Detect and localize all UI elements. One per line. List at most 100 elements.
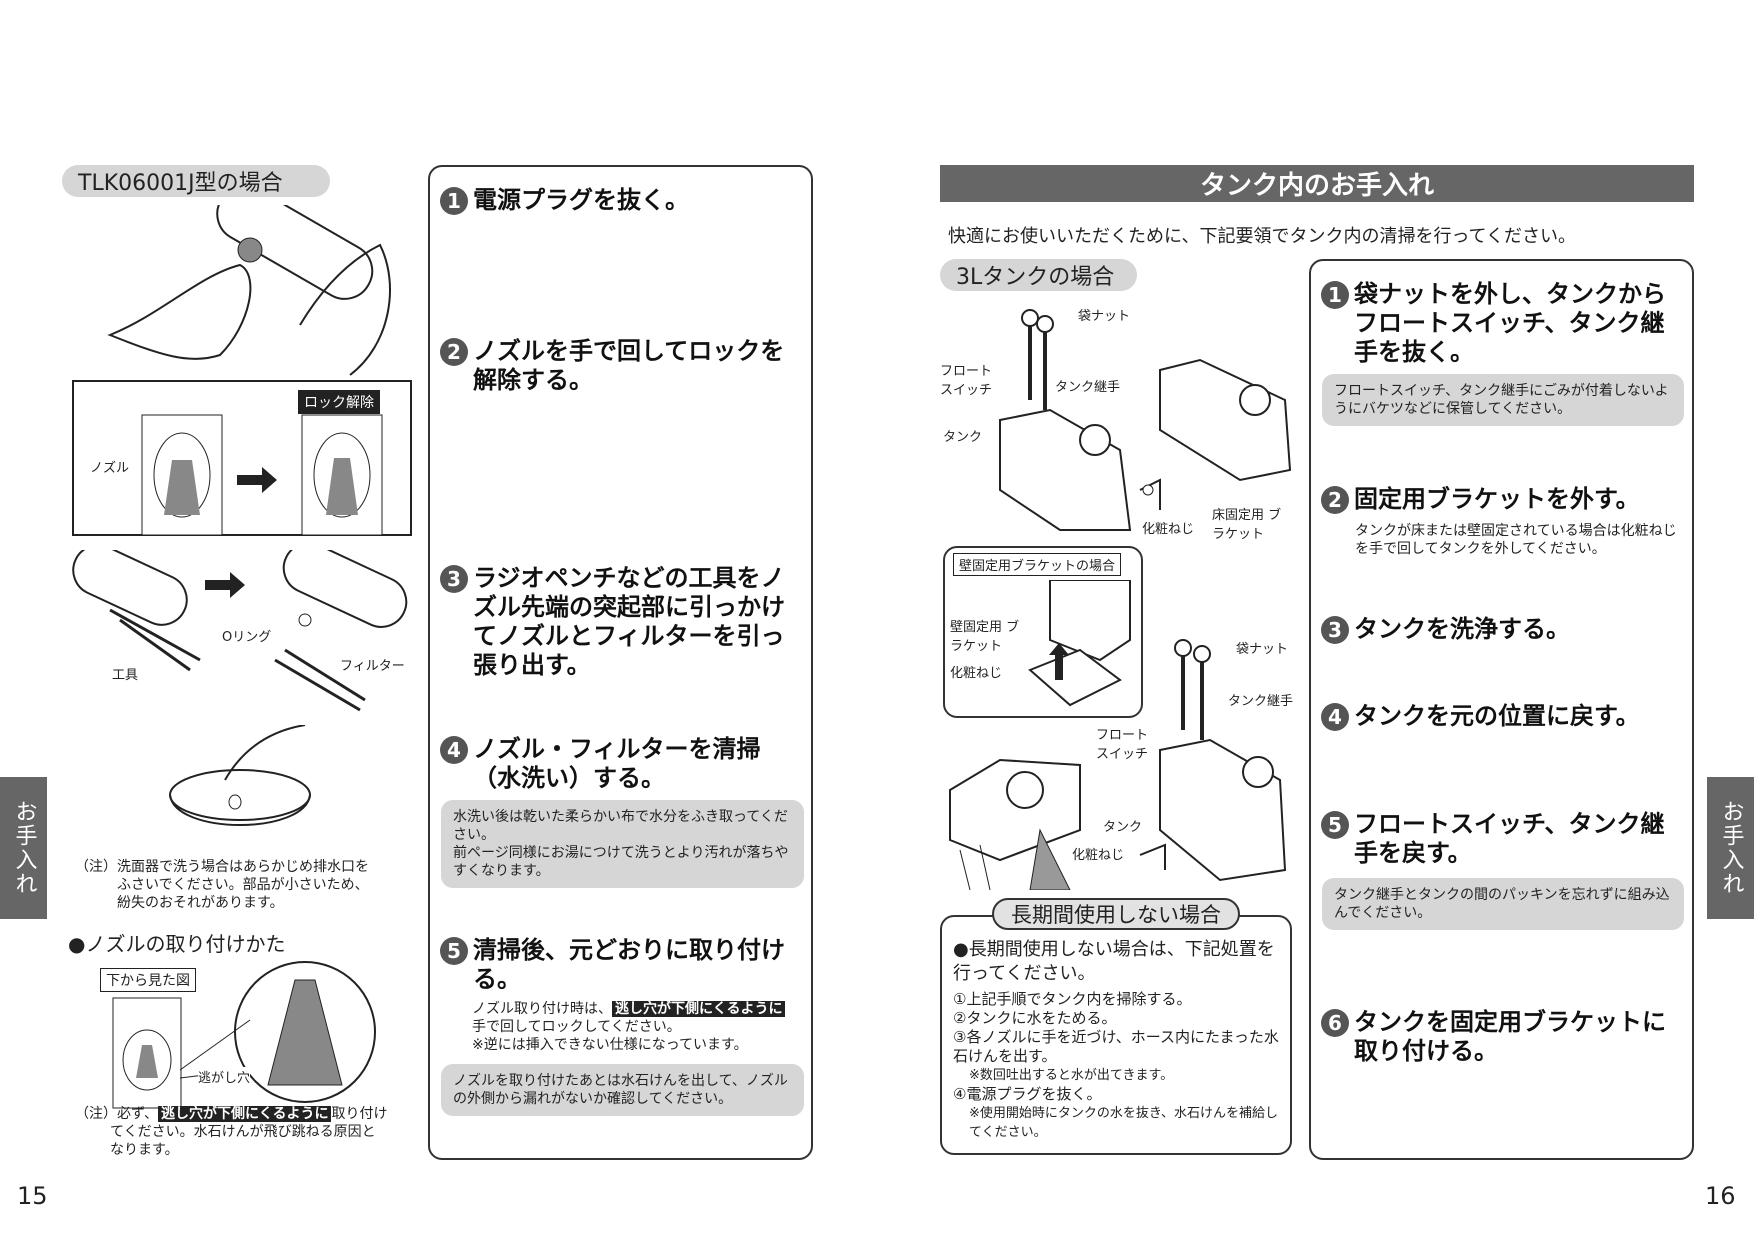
step-r1-note: フロートスイッチ、タンク継手にごみが付着しないようにバケツなどに保管してください… [1322,374,1684,426]
bottom-view-label: 下から見た図 [100,968,196,992]
note-basin: （注）洗面器で洗う場合はあらかじめ排水口を ふさいでください。部品が小さいため、… [75,858,405,912]
tank-label-text-2: タンク [1103,820,1143,835]
long-term-panel [940,915,1292,1155]
side-tab-right: お手入れ [1707,777,1754,919]
step-title: 固定用ブラケットを外す。 [1354,485,1640,513]
step-title: ノズルを手で回してロックを解除する。 [473,337,785,394]
float-switch-label: フロート スイッチ [940,364,993,398]
side-tab-left: お手入れ [0,777,47,919]
step-number-badge: 1 [440,187,468,215]
tank-joint-label: タンク継手 [1055,380,1121,395]
nozzle-label: ノズル [90,461,130,476]
long-term-item: ※数回吐出すると水が出てきます。 [969,1068,1174,1083]
note-line: 前ページ同様にお湯につけて洗うとより汚れが落ちやすくなります。 [453,845,789,879]
note-install-highlight: 逃し穴が下側にくるように [158,1106,332,1122]
step-4-note: 水洗い後は乾いた柔らかい布で水分をふき取ってください。 前ページ同様にお湯につけ… [441,800,804,888]
filter-label: フィルター [340,659,405,674]
step-5-text-prefix: ノズル取り付け時は、 [472,1001,612,1017]
wall-bracket-label: 壁固定用 ブラケット [950,620,1020,654]
step-title: フロートスイッチ、タンク継手を戻す。 [1354,810,1665,867]
page-number-left: 15 [17,1182,48,1210]
note-install-prefix: （注）必ず、 [75,1106,159,1122]
step-number-badge: 1 [1321,281,1349,309]
section-title-bar: タンク内のお手入れ [940,165,1694,202]
step-number-badge: 2 [440,338,468,366]
long-term-lead: ●長期間使用しない場合は、下記処置を行ってください。 [953,939,1275,984]
screw-label-2: 化粧ねじ [1072,848,1125,863]
left-steps-panel [428,165,813,1160]
note-install-line: てください。水石けんが飛び跳ねる原因と [110,1124,376,1140]
step-title: ノズル・フィルターを清掃（水洗い）する。 [473,735,761,792]
note-basin-line: 紛失のおそれがあります。 [117,895,284,911]
step-5-text-line: ※逆には挿入できない仕様になっています。 [472,1037,748,1053]
step-number-badge: 4 [1321,703,1349,731]
floor-bracket-label: 床固定用 ブラケット [1212,508,1282,542]
step-number-badge: 5 [1321,811,1349,839]
float-switch-label-2: フロート スイッチ [1096,728,1149,762]
step-r2-text: タンクが床または壁固定されている場合は化粧ねじを手で回してタンクを外してください… [1355,523,1677,557]
note-install: （注）必ず、逃し穴が下側にくるように取り付け てください。水石けんが飛び跳ねる原… [75,1105,405,1159]
step-title: 袋ナットを外し、タンクからフロートスイッチ、タンク継手を抜く。 [1354,280,1666,366]
intro-text: 快適にお使いいただくために、下記要領でタンク内の清掃を行ってください。 [948,226,1577,247]
basin-washing-illustration [169,725,311,826]
step-number-badge: 4 [440,736,468,764]
step-title: タンクを元の位置に戻す。 [1354,702,1640,730]
note-install-suffix: 取り付け [331,1106,388,1122]
lock-release-label: ロック解除 [298,390,380,414]
long-term-title: 長期間使用しない場合 [992,898,1240,930]
tank-reinstall-illustration [949,639,1287,890]
step-5-text: ノズル取り付け時は、逃し穴が下側にくるように 手で回してロックしてください。 ※… [472,1000,812,1054]
model-label: TLK06001J型の場合 [62,165,330,197]
long-term-item: ※使用開始時にタンクの水を抜き、水石けんを補給してください。 [969,1106,1278,1140]
wall-screw-label: 化粧ねじ [950,666,1003,681]
step-title: 電源プラグを抜く。 [473,186,689,214]
screw-label: 化粧ねじ [1142,522,1195,537]
step-number-badge: 5 [440,937,468,965]
long-term-item: ④電源プラグを抜く。 [953,1085,1102,1103]
step-title: タンクを洗浄する。 [1354,615,1570,643]
wall-bracket-illustration [1028,580,1131,707]
step-5-note: ノズルを取り付けたあとは水石けんを出して、ノズルの外側から漏れがないか確認してく… [441,1064,804,1116]
note-basin-line: ふさいでください。部品が小さいため、 [117,877,369,893]
relief-hole-label: 逃がし穴 [198,1067,251,1086]
note-install-line: なります。 [110,1142,179,1158]
hand-nozzle-illustration [107,205,391,376]
nozzle-install-heading: ●ノズルの取り付けかた [68,932,286,956]
step-title: タンクを固定用ブラケットに取り付ける。 [1354,1008,1666,1065]
step-r5-note: タンク継手とタンクの間のパッキンを忘れずに組み込んでください。 [1322,878,1684,930]
page-number-right: 16 [1705,1182,1736,1210]
tool-removal-illustration [72,550,408,712]
long-term-item: ①上記手順でタンク内を掃除する。 [953,990,1192,1008]
note-line: 水洗い後は乾いた柔らかい布で水分をふき取ってください。 [453,809,788,843]
step-number-badge: 3 [440,565,468,593]
long-term-item: ③各ノズルに手を近づけ、ホース内にたまった水石けんを出す。 [953,1028,1279,1065]
o-ring-label: Oリング [222,630,272,645]
lock-release-detail-frame [72,380,412,536]
long-term-item: ②タンクに水をためる。 [953,1009,1117,1027]
nozzle-bottom-view-illustration [112,961,376,1109]
tank-label: 3Lタンクの場合 [940,259,1137,291]
note-basin-line: （注）洗面器で洗う場合はあらかじめ排水口を [75,859,369,875]
tool-label: 工具 [112,668,139,683]
cap-nut-label: 袋ナット [1078,309,1131,324]
step-5-highlight: 逃し穴が下側にくるように [612,1001,786,1017]
long-term-list: ①上記手順でタンク内を掃除する。 ②タンクに水をためる。 ③各ノズルに手を近づけ… [953,990,1288,1142]
step-title: ラジオペンチなどの工具をノズル先端の突起部に引っかけてノズルとフィルターを引っ張… [473,564,785,679]
wall-bracket-case-label: 壁固定用ブラケットの場合 [953,553,1122,576]
step-number-badge: 2 [1321,486,1349,514]
step-title: 清掃後、元どおりに取り付ける。 [473,936,785,993]
step-number-badge: 6 [1321,1009,1349,1037]
step-number-badge: 3 [1321,616,1349,644]
step-5-text-line: 手で回してロックしてください。 [472,1019,681,1035]
